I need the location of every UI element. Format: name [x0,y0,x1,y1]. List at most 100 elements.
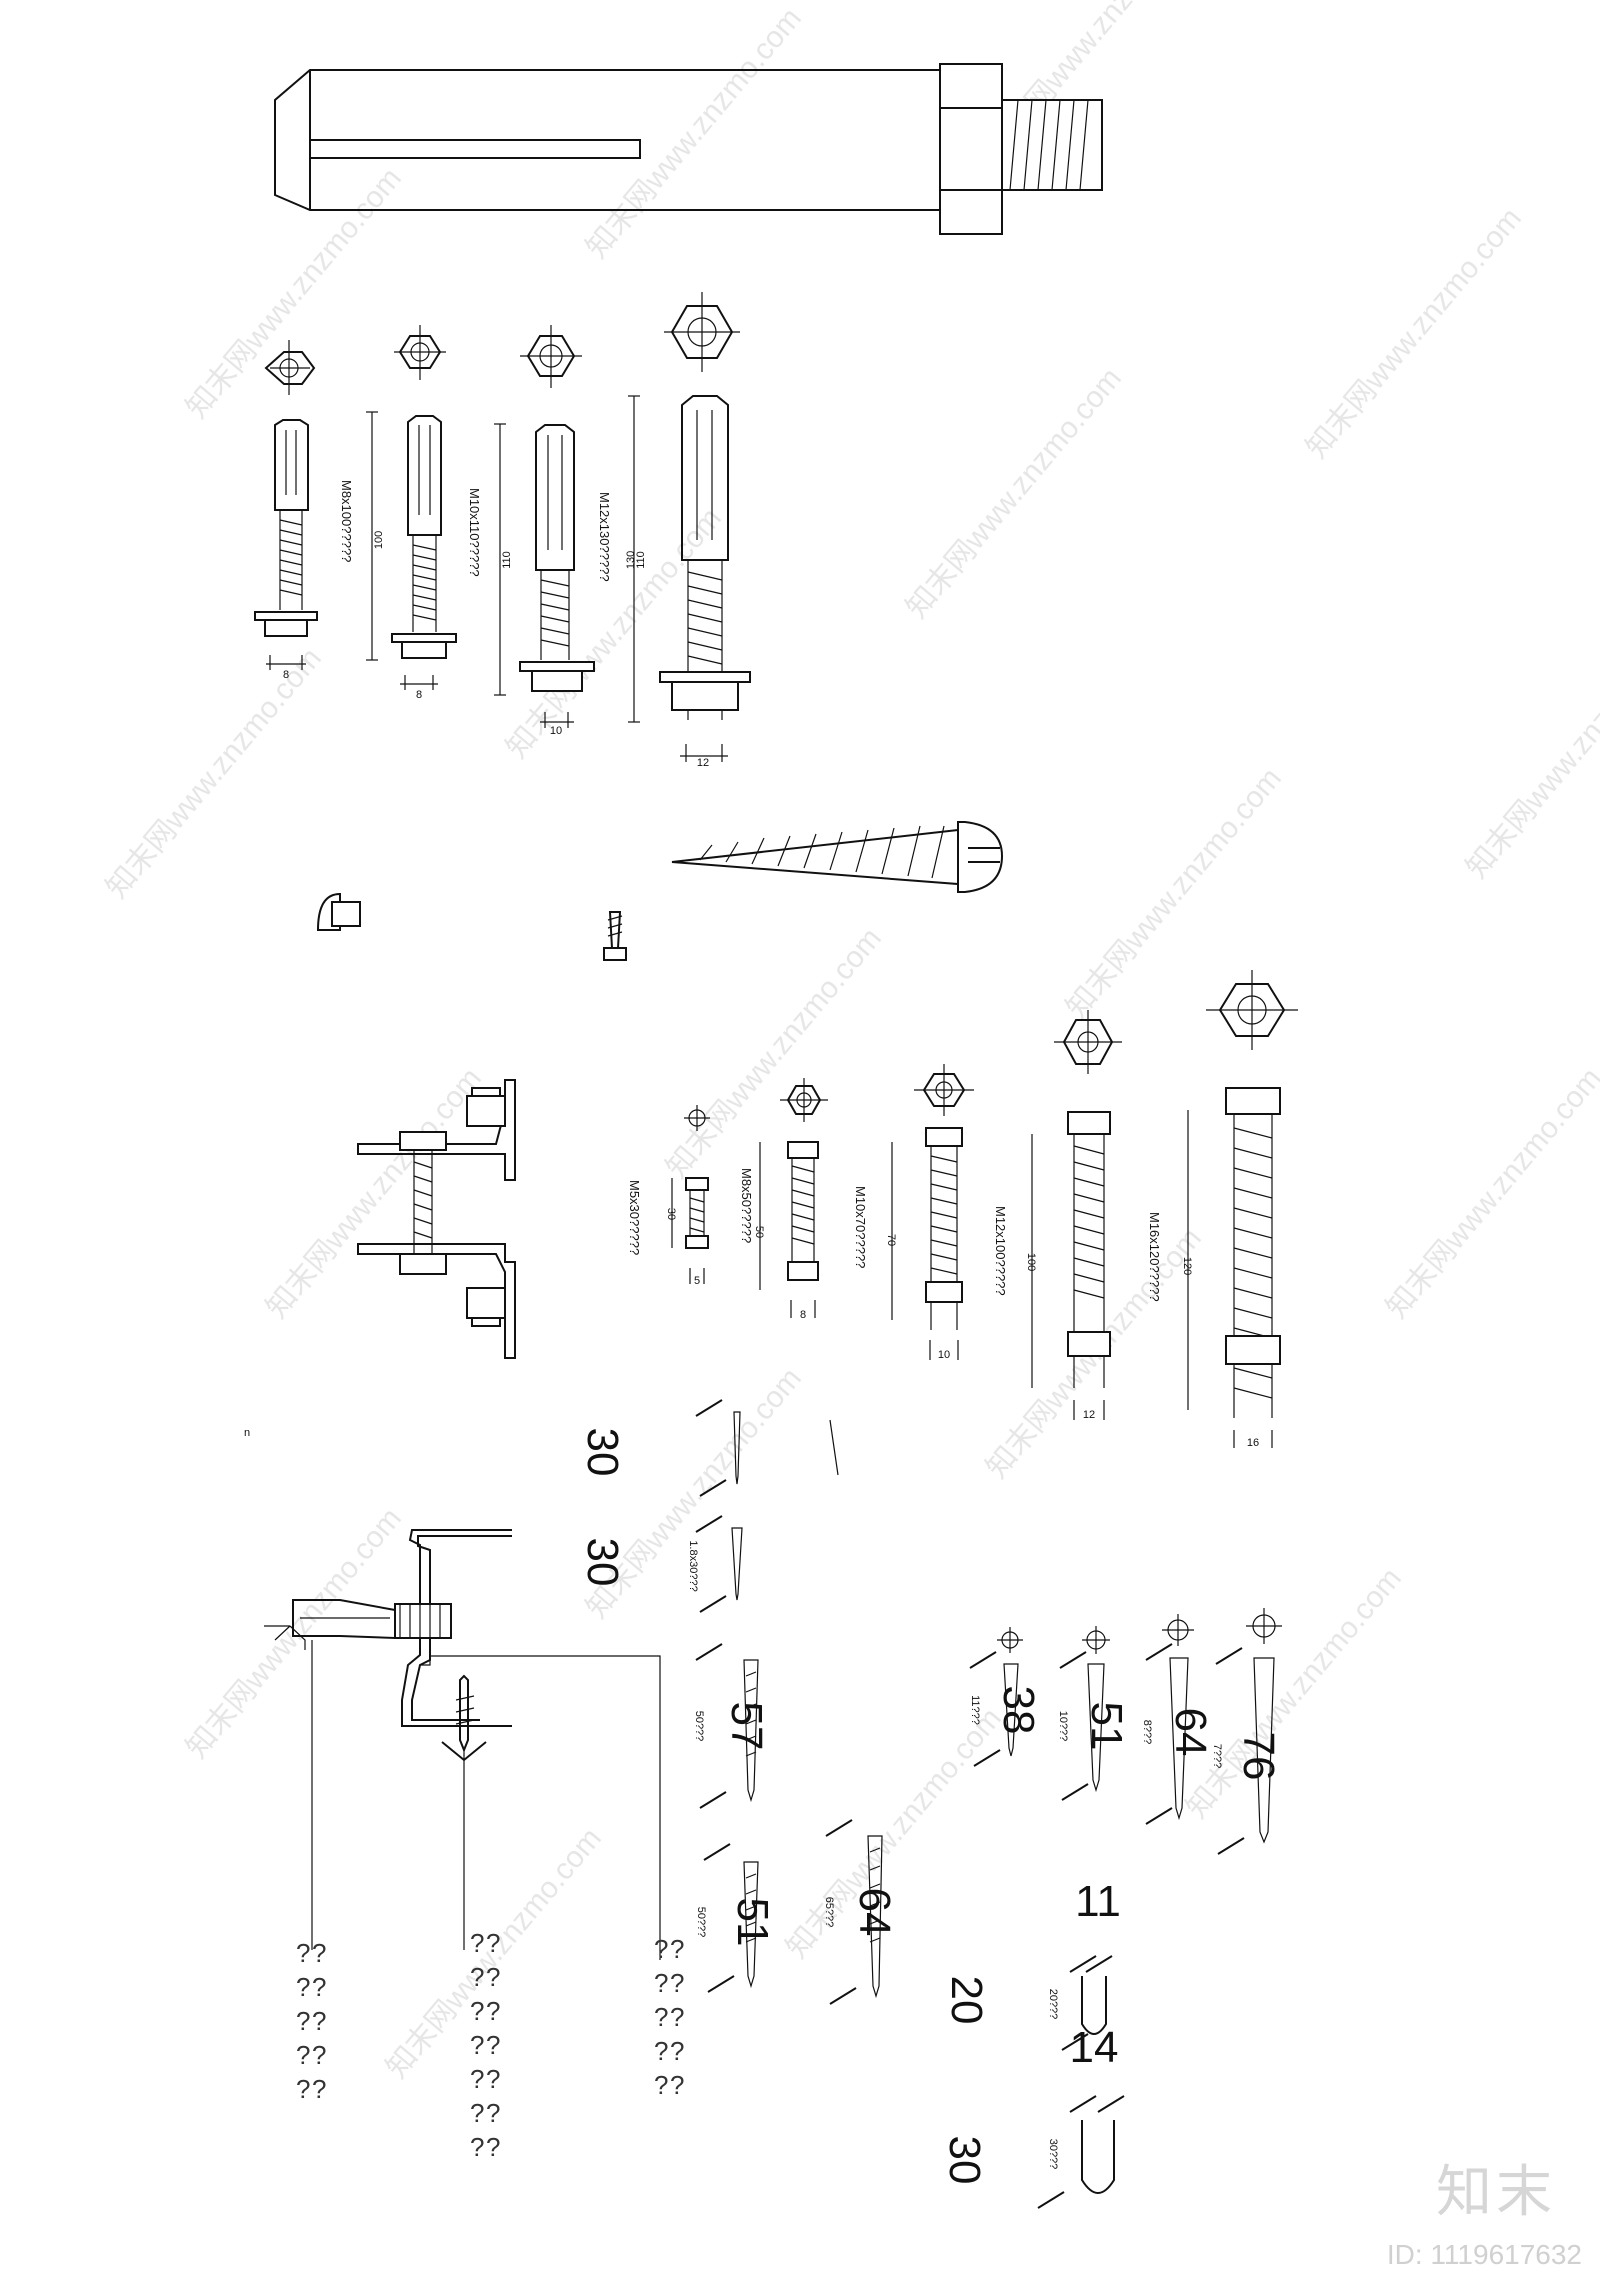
hex-bolt-dia: 16 [1247,1437,1259,1449]
screw-size: 76 [1234,1732,1283,1781]
expansion-bolt-m10: 100 8 M10x110????? [366,325,482,701]
hex-bolt-label: M5x30????? [627,1180,642,1255]
nail-30a: 30 [578,1399,839,1497]
question-mark-glyph: ? [470,2098,484,2128]
question-mark-glyph: ? [670,2070,684,2100]
question-mark-glyph: ? [486,2064,500,2094]
wood-screw [671,821,1004,893]
staple-spec: 30??? [1047,2139,1059,2170]
question-mark-glyph: ? [670,1934,684,1964]
screw-spec: 7??? [1211,1744,1223,1768]
watermark-layer: 知末网www.znzmo.com 知末网www.znzmo.com 知末网www.z… [100,0,1600,2084]
nail-spec: 65??? [823,1897,835,1928]
staple-30: 14 30??? 30 [940,2023,1125,2209]
hex-bolt-label: M10x70????? [853,1186,868,1268]
question-mark-glyph: ? [654,2002,668,2032]
expansion-bolt-m8: 8 M8x100????? [254,340,354,681]
screw-size: 64 [1166,1708,1215,1757]
hex-bolt-label: M8x50????? [739,1168,754,1243]
watermark-text: 知末网www.znzmo.com [660,922,888,1185]
question-mark-glyph: ? [296,1972,310,2002]
nail-size: 51 [728,1898,777,1947]
question-mark-glyph: ? [486,2132,500,2162]
hex-bolt-m10: 70 10 M10x70????? [853,1064,974,1361]
hex-bolt-label: M16x120????? [1147,1212,1162,1302]
expansion-bolt-dia: 10 [550,725,562,737]
question-mark-glyph: ? [654,2070,668,2100]
expansion-bolt-dia: 12 [697,757,709,769]
hex-bolt-m8: 50 8 M8x50????? [739,1078,828,1321]
nail-size: 64 [850,1888,899,1937]
nail-64: 65??? 64 [823,1819,899,2005]
question-mark-glyph: ? [670,1968,684,1998]
question-mark-glyph: ? [312,2074,326,2104]
watermark-text: 知末网www.znzmo.com [900,362,1128,625]
question-mark-glyph: ? [296,2074,310,2104]
hex-bolt-dia: 5 [694,1275,700,1287]
question-mark-glyph: ? [654,1934,668,1964]
hex-bolt-length: 50 [753,1226,765,1238]
question-mark-glyph: ? [654,1968,668,1998]
hex-bolt-m12: 100 12 M12x100????? [993,1010,1122,1421]
staple-top-size: 11 [1075,1877,1121,1926]
screw-size: 51 [1082,1702,1131,1751]
brand-logo: 知末 [1436,2160,1556,2225]
watermark-text: 知末网www.znzmo.com [1460,622,1600,885]
expansion-bolt-length: 130 [625,551,637,569]
hex-bolt-dia: 10 [938,1349,950,1361]
nail-57: 50??? 57 [693,1643,771,1809]
question-mark-column: ?????????????? [470,1928,500,2162]
large-expansion-bolt [274,63,1103,235]
staple-20: 11 20??? 20 [942,1877,1121,2051]
screw-spec: 8??? [1141,1720,1153,1744]
screw-spec: 10??? [1057,1711,1069,1742]
question-mark-glyph: ? [486,1962,500,1992]
question-mark-glyph: ? [470,2064,484,2094]
angle-bracket-assembly [357,1079,516,1359]
screw-size: 38 [994,1686,1043,1735]
hex-bolt-length: 70 [885,1234,897,1246]
question-mark-glyph: ? [470,2030,484,2060]
hex-bolt-length: 120 [1181,1257,1193,1275]
question-mark-glyph: ? [296,2040,310,2070]
watermark-text: 知末网www.znzmo.com [260,1062,488,1325]
screw-76: 7??? 76 [1211,1608,1283,1855]
watermark-text: 知末网www.znzmo.com [1300,202,1528,465]
expansion-bolt-label: M10x110????? [467,488,482,577]
question-mark-glyph: ? [470,1996,484,2026]
question-mark-glyph: ? [486,2098,500,2128]
staple-spec: 20??? [1047,1989,1059,2020]
watermark-text: 知末网www.znzmo.com [580,2,808,265]
stray-mark: n [244,1427,250,1439]
hex-bolt-dia: 8 [800,1309,806,1321]
watermark-text: 知末网www.znzmo.com [100,642,328,905]
question-mark-glyph: ? [470,1962,484,1992]
watermark-text: 知末网www.znzmo.com [1380,1062,1600,1325]
question-mark-column: ?????????? [654,1934,684,2100]
screw-spec: 11??? [969,1695,981,1725]
question-mark-glyph: ? [654,2036,668,2066]
staple-side-size: 30 [940,2136,989,2185]
watermark-text: 知末网www.znzmo.com [1180,1562,1408,1825]
screw-51: 10??? 51 [1057,1626,1131,1801]
question-mark-glyph: ? [470,1928,484,1958]
expansion-bolt-length: 110 [635,551,647,569]
question-mark-glyph: ? [296,2006,310,2036]
nail-spec: 50??? [693,1711,705,1742]
cap-nut [316,892,361,931]
expansion-bolt-dia: 8 [283,669,289,681]
staple-top-size: 14 [1070,2023,1119,2072]
question-mark-glyph: ? [312,1972,326,2002]
nail-size: 30 [578,1538,627,1587]
question-mark-glyph: ? [312,2006,326,2036]
expansion-bolt-label: M12x130????? [597,492,612,582]
nail-spec: 1.8x30??? [687,1540,699,1591]
watermark-text: 知末网www.znzmo.com [1060,762,1288,1025]
expansion-bolt-length: 100 [373,531,385,549]
watermark-text: 知末网www.znzmo.com [500,502,728,765]
small-screw [603,911,627,961]
nail-30b: 1.8x30??? 30 [578,1515,743,1613]
expansion-bolt-m16: 110 12 130 [625,292,751,769]
question-mark-glyph: ? [486,2030,500,2060]
